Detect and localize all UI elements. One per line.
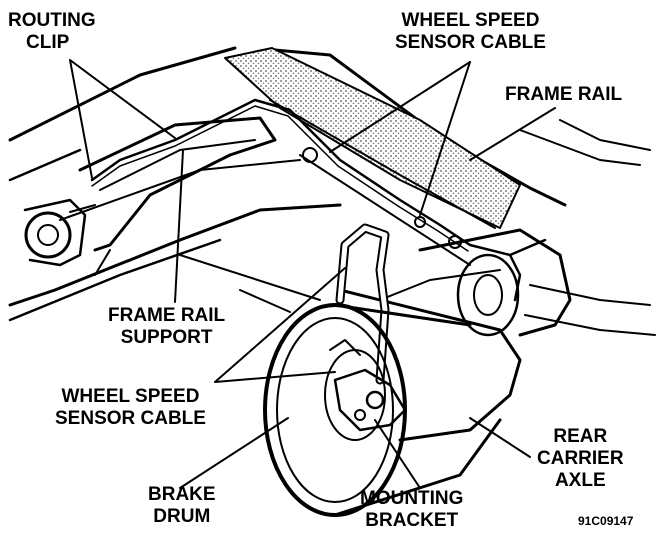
rear-carrier-axle-shape	[338, 228, 656, 442]
label-wss-cable-top-line2: SENSOR CABLE	[395, 32, 546, 53]
label-brake-drum-line2: DRUM	[153, 506, 211, 527]
label-rear-carrier-axle-line3: AXLE	[554, 470, 606, 491]
label-frame-rail-support-line2: SUPPORT	[120, 327, 213, 348]
label-mounting-bracket: MOUNTING BRACKET	[360, 488, 463, 532]
sensor-hose-shape	[335, 223, 390, 385]
label-brake-drum-line1: BRAKE	[148, 484, 216, 505]
label-routing-clip-line2: CLIP	[26, 32, 70, 53]
label-routing-clip-line1: ROUTING	[8, 10, 96, 31]
label-wss-cable-bottom-line1: WHEEL SPEED	[61, 386, 200, 407]
frame-rail-shape	[224, 47, 651, 266]
label-rear-carrier-axle-line1: REAR	[553, 426, 608, 447]
label-frame-rail-support: FRAME RAIL SUPPORT	[108, 305, 225, 349]
label-wss-cable-bottom: WHEEL SPEED SENSOR CABLE	[55, 386, 206, 430]
label-wss-cable-bottom-line2: SENSOR CABLE	[55, 408, 206, 429]
callout-leaders	[69, 59, 556, 489]
label-frame-rail: FRAME RAIL	[505, 84, 623, 105]
label-mounting-bracket-line2: BRACKET	[365, 510, 459, 531]
label-wss-cable-top: WHEEL SPEED SENSOR CABLE	[395, 10, 546, 54]
label-rear-carrier-axle-line2: CARRIER	[537, 448, 624, 469]
label-rear-carrier-axle: REAR CARRIER AXLE	[537, 426, 624, 492]
label-frame-rail-support-line1: FRAME RAIL	[108, 305, 226, 326]
wheel-speed-cable-shape	[90, 98, 547, 302]
frame-rail-support-shape	[78, 116, 277, 276]
left-mount-shape	[23, 198, 96, 267]
label-wss-cable-top-line1: WHEEL SPEED	[401, 10, 540, 31]
mounting-bracket-shape	[329, 339, 407, 432]
figure-code: 91C09147	[578, 514, 634, 528]
label-mounting-bracket-line1: MOUNTING	[360, 488, 464, 509]
label-brake-drum: BRAKE DRUM	[148, 484, 216, 528]
label-routing-clip: ROUTING CLIP	[8, 10, 96, 54]
